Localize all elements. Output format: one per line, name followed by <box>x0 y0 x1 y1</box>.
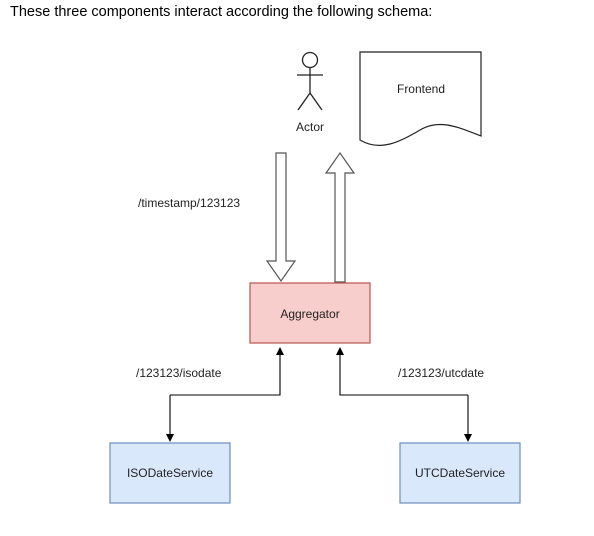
iso-date-service-label: ISODateService <box>127 466 213 480</box>
utc-path-label: /123123/utcdate <box>398 366 484 380</box>
utc-date-service-box <box>399 442 521 504</box>
iso-path-label: /123123/isodate <box>136 366 222 380</box>
utc-connector-to-aggregator <box>336 347 468 396</box>
timestamp-path-label: /timestamp/123123 <box>138 196 240 210</box>
intro-text: These three components interact accordin… <box>10 4 433 20</box>
frontend-label: Frontend <box>397 82 445 96</box>
request-down-arrow <box>265 152 297 283</box>
actor-icon <box>297 51 323 111</box>
iso-connector-to-aggregator <box>170 347 284 396</box>
aggregator-box <box>249 282 371 344</box>
utc-date-service-label: UTCDateService <box>415 466 505 480</box>
frontend-document <box>359 51 482 147</box>
actor-label: Actor <box>296 120 324 134</box>
aggregator-label: Aggregator <box>280 307 339 321</box>
response-up-arrow <box>324 151 356 283</box>
iso-date-service-box <box>109 442 231 504</box>
